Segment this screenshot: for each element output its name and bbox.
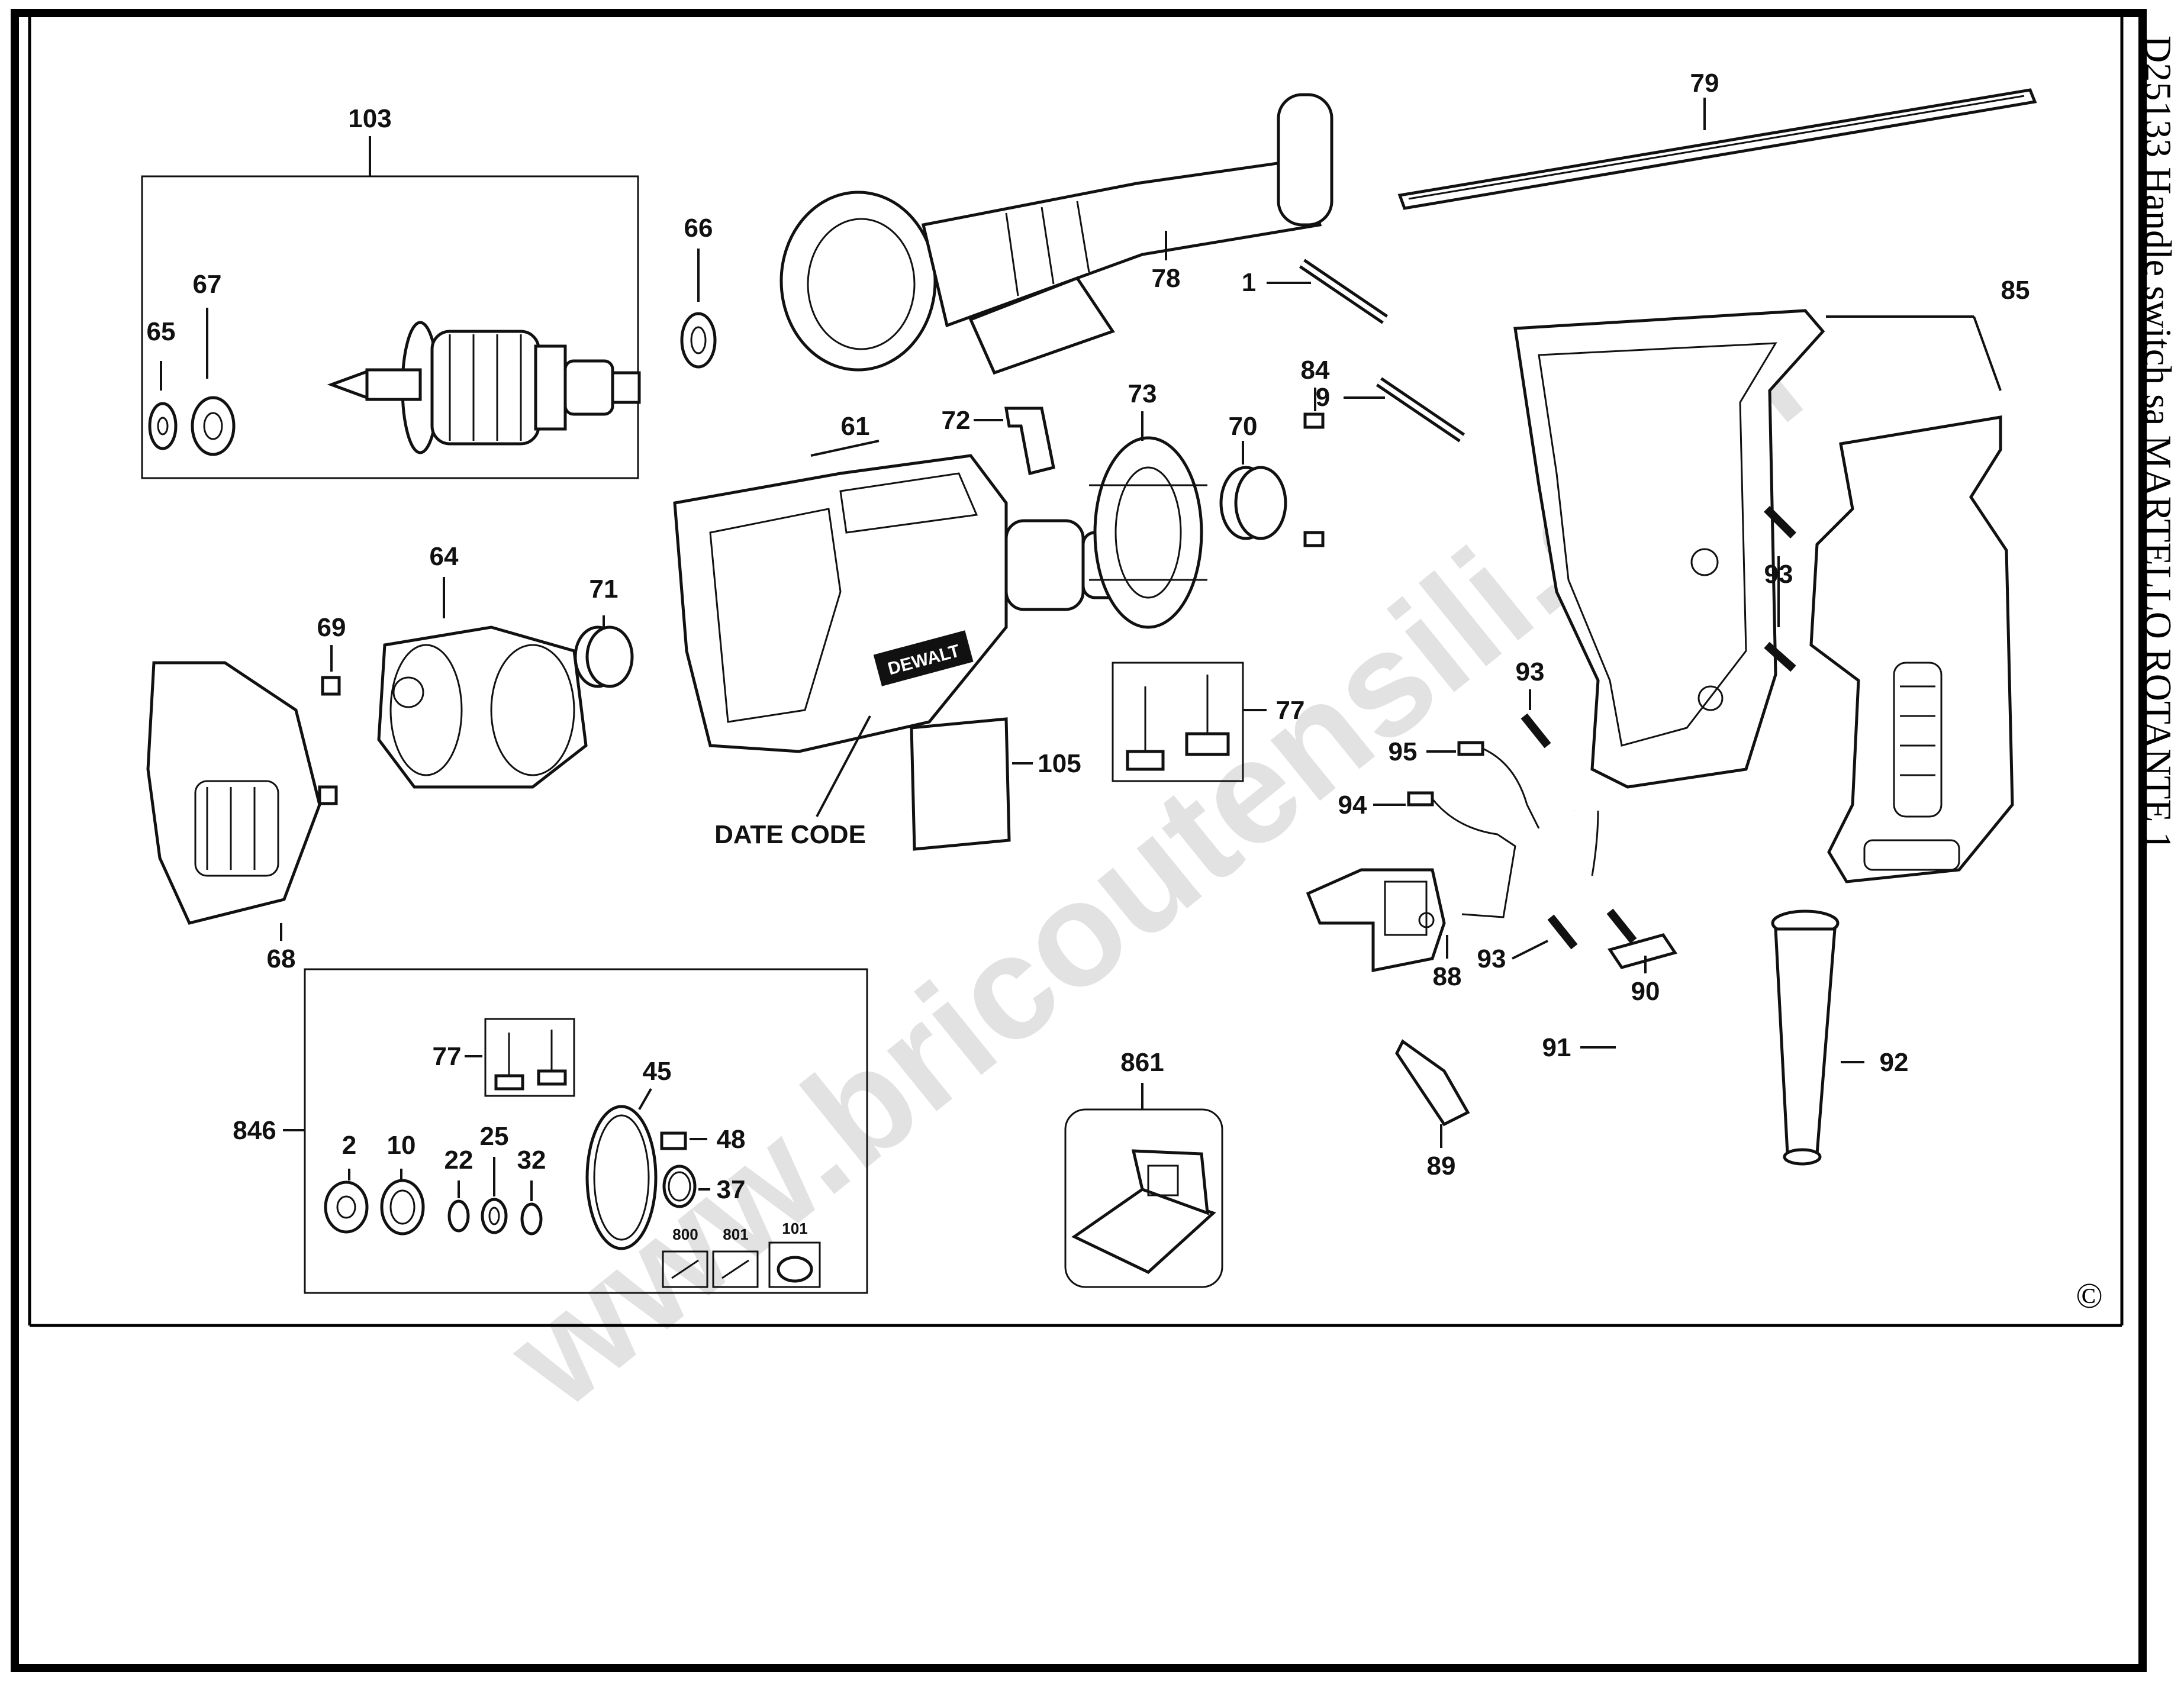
- cord-clamp-90: [1608, 933, 1677, 969]
- label-88: 88: [1433, 962, 1462, 991]
- washer-65: [148, 402, 178, 450]
- label-84: 84: [1301, 356, 1330, 385]
- label-95: 95: [1389, 737, 1418, 766]
- armature-rotor: [327, 321, 641, 454]
- carrying-case-861: [1064, 1108, 1223, 1288]
- copyright-symbol: ©: [2076, 1276, 2103, 1315]
- rating-label-105: [910, 717, 1011, 851]
- carbon-brushes-77: [1112, 662, 1244, 782]
- label-2: 2: [342, 1131, 356, 1160]
- housing-half-85-right: [1809, 415, 2014, 883]
- label-93-low: 93: [1477, 944, 1506, 973]
- page-border: [11, 9, 2147, 1672]
- label-61: 61: [841, 412, 870, 441]
- screw-93-right: [1764, 506, 1796, 672]
- page-title: D25133 Handle switch sa MARTELLO ROTANTE…: [2137, 36, 2179, 851]
- clip-72: [1004, 407, 1055, 476]
- bearing-67: [191, 396, 236, 456]
- label-64: 64: [430, 542, 459, 571]
- screw-9: [1376, 377, 1465, 443]
- label-72: 72: [942, 406, 971, 435]
- label-22: 22: [444, 1146, 473, 1175]
- armature-group-103: 103 66 67: [141, 104, 717, 479]
- housing-half-85-left: [1513, 309, 1825, 789]
- label-9: 9: [1316, 383, 1330, 412]
- label-89: 89: [1427, 1151, 1456, 1180]
- label-73: 73: [1128, 379, 1157, 408]
- label-68: 68: [267, 944, 296, 973]
- screw-93-low: [1547, 908, 1637, 950]
- label-77-kit: 77: [433, 1042, 462, 1071]
- cord-sleeve-92: [1771, 909, 1840, 1166]
- label-90: 90: [1631, 977, 1660, 1006]
- wire-94: [1407, 791, 1516, 918]
- screw-1: [1299, 259, 1389, 324]
- label-101: 101: [782, 1220, 807, 1237]
- spacer-ring-71: [574, 625, 634, 688]
- label-48: 48: [717, 1125, 746, 1154]
- label-10: 10: [387, 1131, 416, 1160]
- label-861: 861: [1120, 1048, 1164, 1077]
- power-cord-91: [1573, 809, 1623, 1054]
- label-70: 70: [1229, 412, 1258, 441]
- label-79: 79: [1690, 69, 1719, 98]
- leader-85: [1826, 315, 2002, 391]
- label-69: 69: [317, 613, 346, 642]
- label-77-upper: 77: [1276, 696, 1305, 725]
- screw-84: [1303, 412, 1325, 547]
- label-45: 45: [643, 1057, 672, 1086]
- wire-95: [1457, 741, 1540, 829]
- side-handle-78: [779, 93, 1333, 375]
- label-32: 32: [517, 1146, 546, 1175]
- date-code-label: DATE CODE: [714, 820, 866, 849]
- label-25: 25: [480, 1122, 509, 1151]
- label-85: 85: [2001, 276, 2030, 305]
- label-65: 65: [147, 317, 176, 346]
- field-stator-64: [377, 625, 588, 789]
- label-801: 801: [723, 1225, 748, 1243]
- label-66: 66: [684, 214, 713, 243]
- pins-69: [318, 676, 341, 805]
- label-67: 67: [193, 270, 222, 299]
- service-kit-846: 846 77 2 10 22 25 32 45: [233, 968, 868, 1294]
- label-105: 105: [1038, 749, 1081, 778]
- depth-rod-79: [1397, 88, 2037, 210]
- label-846: 846: [233, 1116, 276, 1145]
- label-71: 71: [590, 575, 619, 604]
- motor-housing-61: DEWALT: [673, 454, 1138, 753]
- label-92: 92: [1880, 1048, 1909, 1077]
- label-37: 37: [717, 1175, 746, 1204]
- label-78: 78: [1152, 264, 1181, 293]
- armature-box: [141, 175, 639, 479]
- screw-93-mid: [1521, 713, 1551, 749]
- label-94: 94: [1338, 791, 1367, 820]
- label-103: 103: [348, 104, 391, 133]
- brush-holder-73: [1089, 436, 1207, 629]
- cable-clip-89: [1395, 1039, 1470, 1127]
- switch-88: [1306, 868, 1446, 973]
- label-1: 1: [1242, 268, 1256, 297]
- label-800: 800: [672, 1225, 698, 1243]
- end-housing-68: [146, 661, 321, 925]
- label-93-right: 93: [1764, 560, 1793, 589]
- bearing-sleeve-70: [1219, 466, 1287, 540]
- bearing-66: [680, 312, 717, 369]
- label-91: 91: [1542, 1033, 1571, 1062]
- label-93-mid: 93: [1516, 657, 1545, 686]
